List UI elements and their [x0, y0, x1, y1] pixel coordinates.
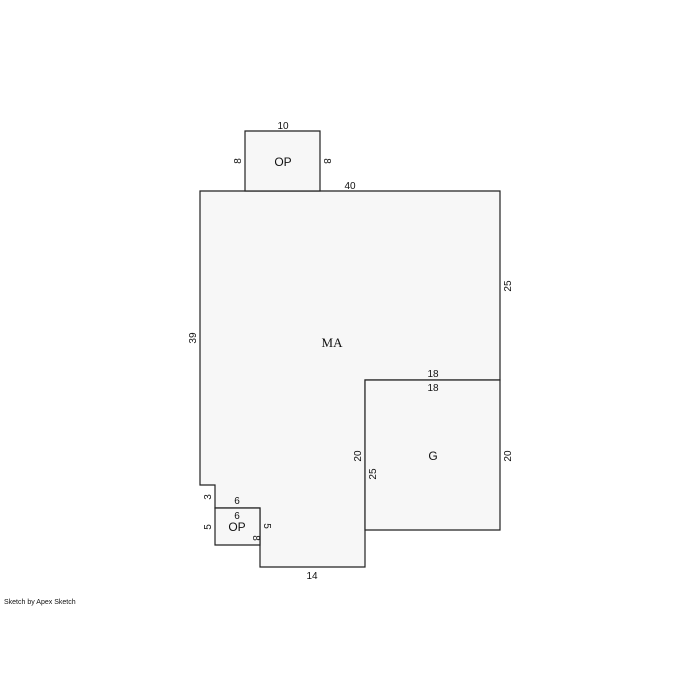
- porch-bottom-outline: [214, 507, 261, 546]
- dim-porch-top-right: 8: [321, 158, 332, 164]
- porch-top-outline: [244, 130, 321, 192]
- porch-top-label: OP: [274, 155, 291, 169]
- dim-garage-left-inner: 25: [368, 468, 379, 480]
- dim-porch-bottom-right-inner: 8: [250, 535, 261, 541]
- dim-main-top: 40: [344, 181, 356, 192]
- dim-main-right-upper: 25: [503, 280, 514, 292]
- dim-garage-top-outer: 18: [427, 369, 439, 380]
- dim-porch-top-width: 10: [277, 121, 289, 132]
- credit-text: Sketch by Apex Sketch: [4, 599, 76, 606]
- garage-label: G: [428, 449, 437, 463]
- dim-garage-left-outer: 20: [353, 450, 364, 462]
- dim-porch-bottom-left: 5: [203, 524, 214, 530]
- dim-porch-bottom-top-outer: 6: [234, 496, 240, 507]
- dim-main-bottom: 14: [306, 571, 318, 582]
- dim-garage-right: 20: [503, 450, 514, 462]
- garage-outline: [364, 379, 501, 531]
- dim-garage-top-inner: 18: [427, 383, 439, 394]
- main-area-outline: [199, 190, 501, 568]
- main-area-label: MA: [322, 335, 344, 350]
- dim-porch-bottom-top-inner: 6: [234, 511, 240, 522]
- dim-main-left: 39: [188, 332, 199, 344]
- porch-bottom-label: OP: [228, 520, 245, 534]
- dim-notch-left: 3: [203, 494, 214, 500]
- dim-porch-bottom-right: 5: [261, 523, 272, 529]
- dim-porch-top-left: 8: [233, 158, 244, 164]
